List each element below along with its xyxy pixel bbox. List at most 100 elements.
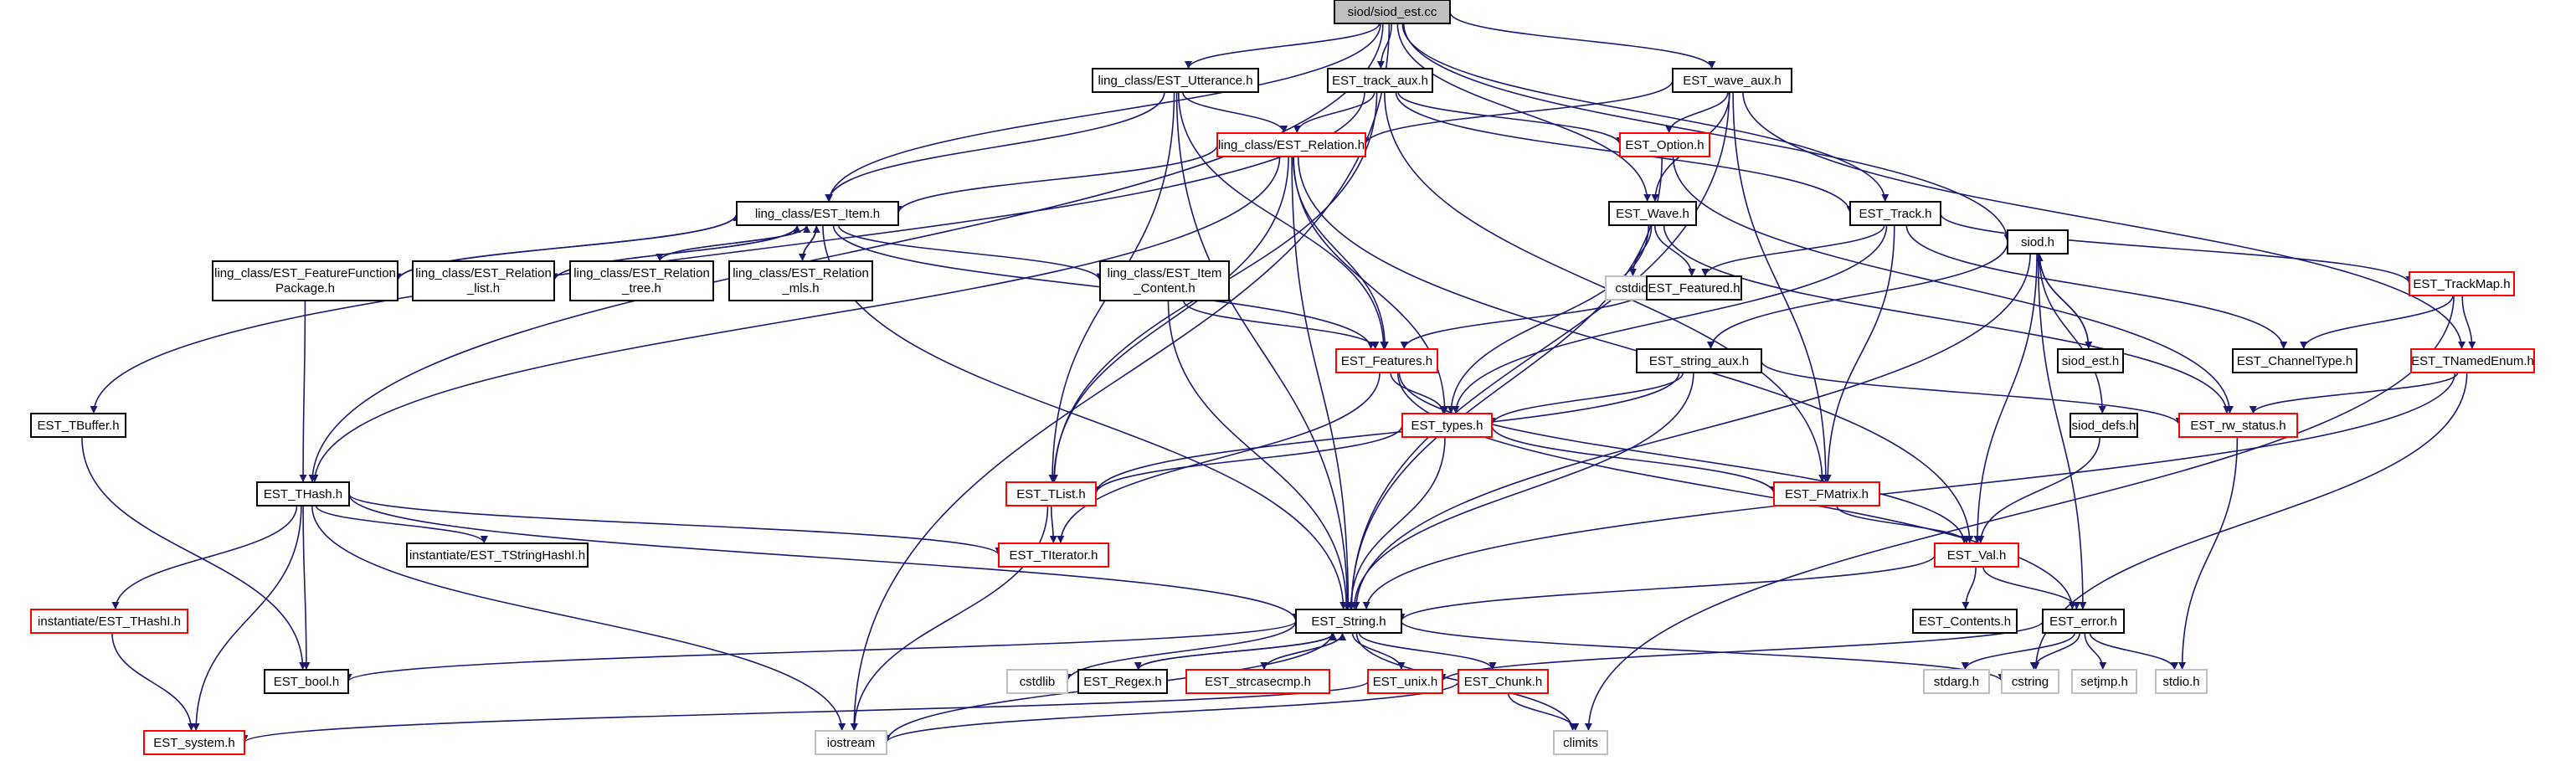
node-box [1849,201,1941,226]
node-label: ling_class/EST_Item [1108,266,1222,280]
node-box [2042,609,2125,634]
edge-stringaux-to-string [1350,372,1694,610]
node-box [1367,669,1443,694]
node-types[interactable]: EST_types.h [1401,413,1493,438]
node-thash[interactable]: EST_THash.h [256,481,350,506]
node-box [998,542,1109,568]
node-box [1216,132,1366,157]
edge-fmatrix-to-val [1836,505,1971,544]
node-box [1185,669,1330,694]
edge-relation-to-thash [311,156,1281,483]
node-box [2178,413,2298,438]
node-titerator[interactable]: EST_TIterator.h [998,542,1109,568]
edge-val-to-error [1982,566,2081,610]
edge-val-to-contents [1962,566,1977,610]
node-label: stdio.h [2162,675,2199,689]
node-trackaux[interactable]: EST_track_aux.h [1327,68,1433,93]
edge-tlist-to-titerator [1049,505,1057,544]
node-track[interactable]: EST_Track.h [1849,201,1941,226]
node-label: setjmp.h [2080,675,2128,689]
node-val[interactable]: EST_Val.h [1934,542,2019,568]
node-strcasecmp[interactable]: EST_strcasecmp.h [1185,669,1330,694]
node-box [569,260,714,301]
node-tlist[interactable]: EST_TList.h [1005,481,1097,506]
node-wave[interactable]: EST_Wave.h [1608,201,1697,226]
edge-tnamedenum-to-string [1362,372,2456,610]
node-label: EST_FMatrix.h [1785,487,1869,501]
node-instthash[interactable]: instantiate/EST_THashI.h [30,609,188,634]
edge-itemcontent-to-string [1167,300,1350,610]
node-bool[interactable]: EST_bool.h [264,669,349,694]
node-error[interactable]: EST_error.h [2042,609,2125,634]
node-relmls[interactable]: ling_class/EST_Relation_mls.h [728,260,873,301]
edge-trackmap-to-channeltype [2300,295,2454,350]
edge-trackaux-to-tbuffer [90,91,1365,414]
node-root[interactable]: siod/siod_est.cc [1334,0,1451,24]
node-box [815,730,887,755]
node-box [1006,669,1068,694]
edge-wave-to-cstdio [1628,224,1653,277]
edge-itemcontent-to-features [1183,300,1380,350]
node-features[interactable]: EST_Features.h [1335,348,1438,373]
node-siodest[interactable]: siod_est.h [2057,348,2124,373]
node-stringaux[interactable]: EST_string_aux.h [1636,348,1762,373]
edge-val-to-string [1397,554,1936,622]
edge-utt-to-features [1177,91,1388,350]
node-box [143,730,245,755]
node-label: EST_Option.h [1625,138,1704,152]
node-fmatrix[interactable]: EST_FMatrix.h [1773,481,1880,506]
edge-root-to-iostream [850,23,1391,732]
edge-relmls-to-item [801,224,820,262]
node-stdarg: stdarg.h [1923,669,1990,694]
node-item[interactable]: ling_class/EST_Item.h [736,201,899,226]
node-channeltype[interactable]: EST_ChannelType.h [2232,348,2357,373]
node-regex[interactable]: EST_Regex.h [1077,669,1168,694]
node-label: _Content.h [1133,281,1195,296]
node-label: EST_TList.h [1016,487,1086,501]
node-waveaux[interactable]: EST_wave_aux.h [1672,68,1792,93]
node-itemcontent[interactable]: ling_class/EST_Item_Content.h [1099,260,1230,301]
node-box [1608,201,1697,226]
node-sioddefs[interactable]: siod_defs.h [2070,413,2138,438]
node-tnamedenum[interactable]: EST_TNamedEnum.h [2410,348,2535,373]
node-label: EST_Features.h [1341,354,1432,368]
node-box [1458,669,1549,694]
edge-tnamedenum-to-rwstatus [2249,372,2459,414]
node-chunk[interactable]: EST_Chunk.h [1458,669,1549,694]
node-setjmp: setjmp.h [2071,669,2137,694]
edge-siodh-to-stringaux [1707,241,2008,350]
edge-relation-to-item [894,144,1218,214]
node-box [212,260,398,301]
edge-utt-to-string [1175,91,1351,610]
node-rellist[interactable]: ling_class/EST_Relation_list.h [412,260,555,301]
node-label: EST_TrackMap.h [2413,277,2510,291]
node-option[interactable]: EST_Option.h [1619,132,1710,157]
node-label: EST_rw_status.h [2190,419,2285,433]
node-box [1334,0,1451,24]
edge-track-to-featured [1701,224,1885,277]
node-contents[interactable]: EST_Contents.h [1912,609,2018,634]
node-featured[interactable]: EST_Featured.h [1646,275,1742,301]
edge-option-to-string [1347,156,1663,610]
edge-waveaux-to-option [1665,91,1729,134]
node-string[interactable]: EST_String.h [1295,609,1402,634]
node-tbuffer[interactable]: EST_TBuffer.h [30,413,126,438]
edge-features-to-error [1396,372,2076,610]
edge-track-to-channeltype [1905,224,2288,350]
edge-siodest-to-siodh [2035,253,2090,350]
node-tstringhash[interactable]: instantiate/EST_TStringHashI.h [406,542,589,568]
node-unix[interactable]: EST_unix.h [1367,669,1443,694]
edge-relation-to-features [1292,156,1389,350]
node-climits: climits [1553,730,1608,755]
node-rwstatus[interactable]: EST_rw_status.h [2178,413,2298,438]
node-siodh[interactable]: siod.h [2007,229,2069,255]
node-reltree[interactable]: ling_class/EST_Relation_tree.h [569,260,714,301]
node-box [2070,413,2138,438]
node-relation[interactable]: ling_class/EST_Relation.h [1216,132,1366,157]
edge-types-to-tlist [1092,424,1403,495]
node-utt[interactable]: ling_class/EST_Utterance.h [1092,68,1259,93]
node-trackmap[interactable]: EST_TrackMap.h [2409,271,2515,296]
node-system[interactable]: EST_system.h [143,730,245,755]
